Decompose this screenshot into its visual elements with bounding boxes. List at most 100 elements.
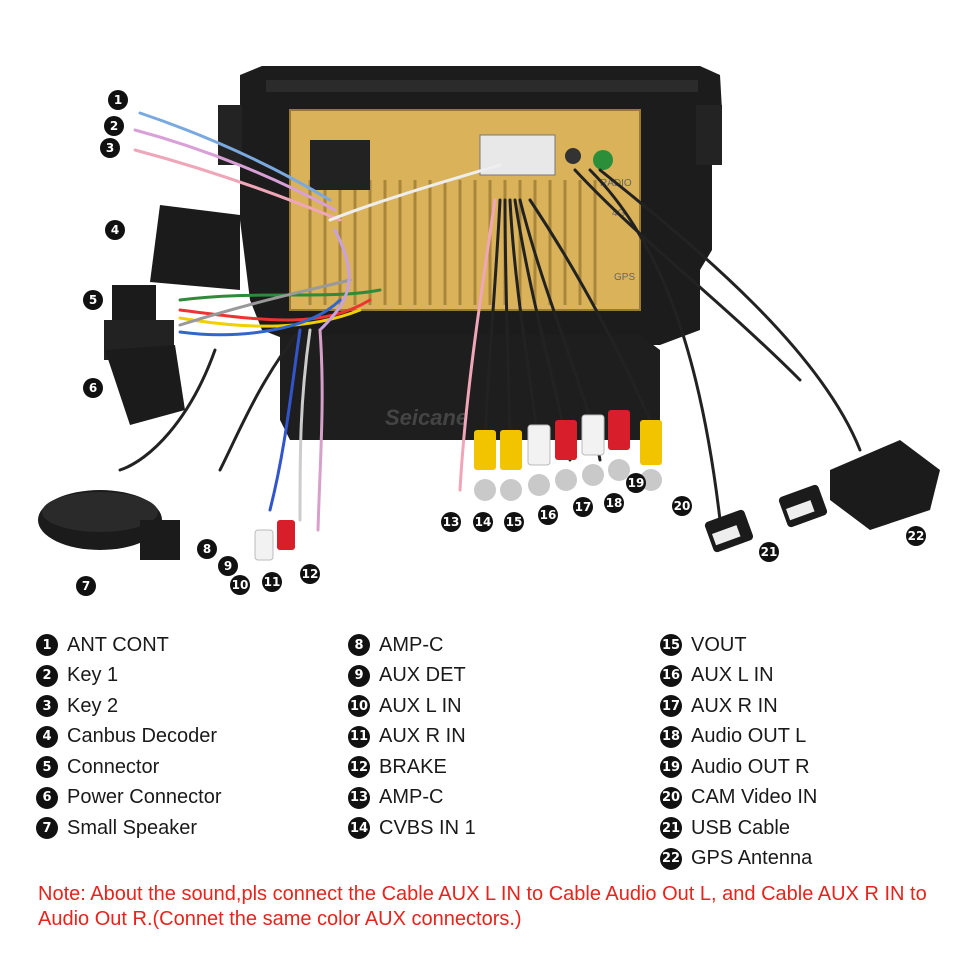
legend-item: 7 Small Speaker (36, 813, 222, 844)
callout-22: 22 (906, 526, 926, 546)
callout-21: 21 (759, 542, 779, 562)
legend-number: 1 (36, 634, 58, 657)
legend-item: 8 AMP-C (348, 630, 476, 661)
legend-number: 2 (36, 664, 58, 687)
legend-number: 22 (660, 847, 682, 870)
svg-text:22: 22 (908, 529, 925, 543)
sound-note: Note: About the sound,pls connect the Ca… (38, 883, 927, 930)
legend-number: 3 (36, 695, 58, 718)
callout-5: 5 (83, 290, 103, 310)
callout-4: 4 (105, 220, 125, 240)
legend-label: AMP-C (379, 633, 444, 656)
callout-18: 18 (604, 493, 624, 513)
legend-number: 11 (348, 725, 370, 748)
legend-item: 6 Power Connector (36, 783, 222, 814)
legend-item: 20 CAM Video IN (660, 783, 817, 814)
canbus-decoder (150, 205, 240, 290)
callout-2: 2 (104, 116, 124, 136)
legend-number: 9 (348, 664, 370, 687)
legend-label: CAM Video IN (691, 786, 818, 809)
callout-9: 9 (218, 556, 238, 576)
legend-item: 22 GPS Antenna (660, 844, 817, 875)
legend-label: Audio OUT R (691, 755, 810, 778)
legend-number: 5 (36, 756, 58, 779)
legend-number: 13 (348, 786, 370, 809)
legend-label: Connector (67, 755, 160, 778)
callout-3: 3 (100, 138, 120, 158)
harness-wires (118, 111, 862, 532)
svg-text:21: 21 (761, 545, 778, 559)
legend-item: 3 Key 2 (36, 691, 222, 722)
usb-cables (704, 484, 828, 553)
legend-label: Power Connector (67, 786, 222, 809)
svg-text:15: 15 (506, 515, 523, 529)
legend-label: AUX R IN (379, 725, 466, 748)
rca-connectors (254, 410, 662, 561)
gps-socket (593, 150, 613, 170)
legend-number: 6 (36, 786, 58, 809)
legend-number: 7 (36, 817, 58, 840)
legend-number: 8 (348, 634, 370, 657)
legend-label: GPS Antenna (691, 847, 813, 870)
callout-7: 7 (76, 576, 96, 596)
svg-text:8: 8 (203, 542, 211, 556)
legend-label: USB Cable (691, 816, 790, 839)
legend-item: 2 Key 1 (36, 661, 222, 692)
legend-item: 9 AUX DET (348, 661, 476, 692)
legend-number: 18 (660, 725, 682, 748)
callout-13: 13 (441, 512, 461, 532)
gps-antenna (830, 440, 940, 530)
svg-text:10: 10 (232, 578, 249, 592)
callout-19: 19 (626, 473, 646, 493)
legend-number: 16 (660, 664, 682, 687)
callout-17: 17 (573, 497, 593, 517)
legend-label: VOUT (691, 633, 747, 656)
legend-number: 15 (660, 634, 682, 657)
power-connector (105, 345, 185, 425)
svg-text:6: 6 (89, 381, 97, 395)
watermark: Seicane (385, 405, 468, 430)
svg-text:19: 19 (628, 476, 645, 490)
legend-label: AUX L IN (379, 694, 462, 717)
svg-text:11: 11 (264, 575, 281, 589)
legend-number: 4 (36, 725, 58, 748)
svg-text:3: 3 (106, 141, 114, 155)
legend-label: CVBS IN 1 (379, 816, 476, 839)
legend-label: AUX L IN (691, 664, 774, 687)
legend-label: AUX R IN (691, 694, 778, 717)
callout-14: 14 (473, 512, 493, 532)
wiring-diagram: RADIO 4G GPS Seicane (38, 66, 940, 596)
svg-text:17: 17 (575, 500, 592, 514)
svg-text:2: 2 (110, 119, 118, 133)
radio-antenna-socket (565, 148, 581, 164)
legend-item: 16 AUX L IN (660, 661, 817, 692)
callout-6: 6 (83, 378, 103, 398)
svg-text:18: 18 (606, 496, 623, 510)
callout-20: 20 (672, 496, 692, 516)
callout-10: 10 (230, 575, 250, 595)
legend-item: 18 Audio OUT L (660, 722, 817, 753)
legend-number: 20 (660, 786, 682, 809)
legend-label: AUX DET (379, 664, 466, 687)
legend-label: Key 2 (67, 694, 119, 717)
callout-16: 16 (538, 505, 558, 525)
callout-1: 1 (108, 90, 128, 110)
svg-text:1: 1 (114, 93, 122, 107)
legend-label: Key 1 (67, 664, 119, 687)
callout-12: 12 (300, 564, 320, 584)
svg-text:7: 7 (82, 579, 90, 593)
legend-label: Small Speaker (67, 816, 198, 839)
port-gps-label: GPS (614, 272, 635, 283)
svg-text:16: 16 (540, 508, 557, 522)
legend-label: Audio OUT L (691, 725, 807, 748)
